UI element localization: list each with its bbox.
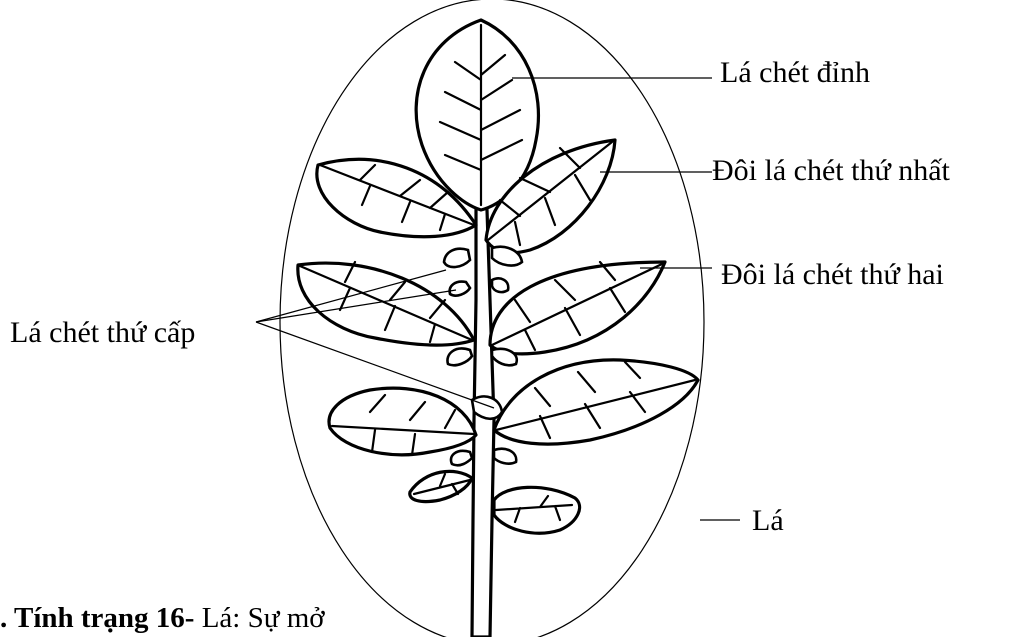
third-pair-right-leaflet [494, 360, 698, 444]
label-secondary-leaflets: Lá chét thứ cấp [10, 318, 195, 348]
secondary-leaflet [444, 249, 470, 267]
figure-caption: . Tính trạng 16- Lá: Sự mở [0, 604, 325, 633]
second-pair-right-leaflet [490, 262, 665, 354]
caption-text: Lá: Sự mở [194, 602, 324, 634]
label-second-pair: Đôi lá chét thứ hai [721, 260, 944, 290]
label-leaf: Lá [752, 506, 784, 536]
third-pair-left-leaflet [329, 388, 476, 455]
lower-right-leaflet [494, 487, 580, 533]
secondary-leaflet [450, 282, 470, 296]
caption-prefix: . Tính trạng 16- [0, 602, 194, 634]
lower-left-leaflet [410, 471, 472, 501]
label-first-pair: Đôi lá chét thứ nhất [712, 156, 950, 186]
secondary-leaflet [494, 449, 516, 464]
secondary-leaflet [472, 396, 502, 418]
label-terminal-leaflet: Lá chét đỉnh [720, 58, 870, 88]
secondary-leaflet [492, 278, 508, 292]
secondary-leaflet [492, 349, 517, 365]
secondary-leaflet [451, 451, 472, 465]
secondary-leaflet [447, 349, 472, 366]
